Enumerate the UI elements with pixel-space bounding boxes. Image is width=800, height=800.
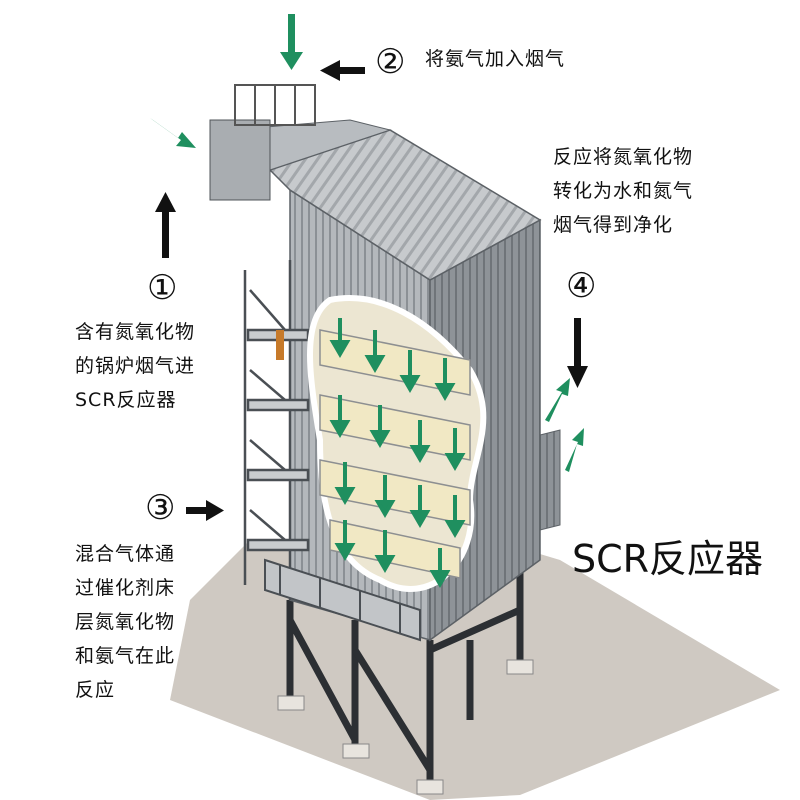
- step-1-line: 的锅炉烟气进: [75, 355, 196, 377]
- step-3-line: 和氨气在此: [75, 645, 176, 667]
- step-3-line: 反应: [75, 679, 116, 701]
- step-3-line: 混合气体通: [75, 543, 176, 565]
- worker-figure: [276, 330, 284, 360]
- footing: [506, 659, 534, 675]
- arrow-step-1: [155, 192, 176, 258]
- step-4-line: 反应将氮氧化物: [553, 146, 694, 168]
- step-3-line: 过催化剂床: [75, 577, 176, 599]
- arrow-step-4: [567, 318, 588, 388]
- step-1-number: ①: [147, 268, 178, 308]
- step-2-line: 将氨气加入烟气: [425, 48, 566, 70]
- arrow-step-3: [186, 500, 224, 521]
- step-3-label: 混合气体通 过催化剂床 层氮氧化物 和氨气在此 反应: [75, 537, 175, 707]
- platform: [264, 558, 421, 642]
- green-arrow-ammonia-down: [280, 14, 303, 70]
- step-4-line: 转化为水和氮气: [553, 180, 694, 202]
- step-2-label: 将氨气加入烟气: [425, 42, 565, 76]
- step-1-line: 含有氮氧化物: [75, 321, 196, 343]
- catalyst-flow-arrows: [329, 318, 466, 588]
- green-arrow-out-1: [545, 378, 570, 422]
- diagram-title: SCR反应器: [572, 537, 764, 581]
- footing: [277, 695, 305, 711]
- step-2-number: ②: [375, 42, 406, 82]
- step-1-label: 含有氮氧化物 的锅炉烟气进 SCR反应器: [75, 315, 195, 417]
- step-3-line: 层氮氧化物: [75, 611, 176, 633]
- top-railing: [234, 84, 316, 126]
- ammonia-injection-unit: [209, 119, 271, 201]
- step-4-number: ④: [566, 266, 597, 306]
- arrow-step-2: [320, 60, 365, 81]
- step-4-line: 烟气得到净化: [553, 214, 674, 236]
- footing: [342, 743, 370, 759]
- step-1-line: SCR反应器: [75, 389, 177, 411]
- green-arrow-out-2: [565, 428, 584, 472]
- step-4-label: 反应将氮氧化物 转化为水和氮气 烟气得到净化: [553, 140, 693, 242]
- catalyst-beds: [319, 329, 471, 579]
- green-arrow-flue-in: [150, 118, 196, 148]
- step-3-number: ③: [145, 488, 176, 528]
- footing: [416, 779, 444, 795]
- support-structure: [286, 560, 524, 785]
- staircase: [243, 260, 310, 600]
